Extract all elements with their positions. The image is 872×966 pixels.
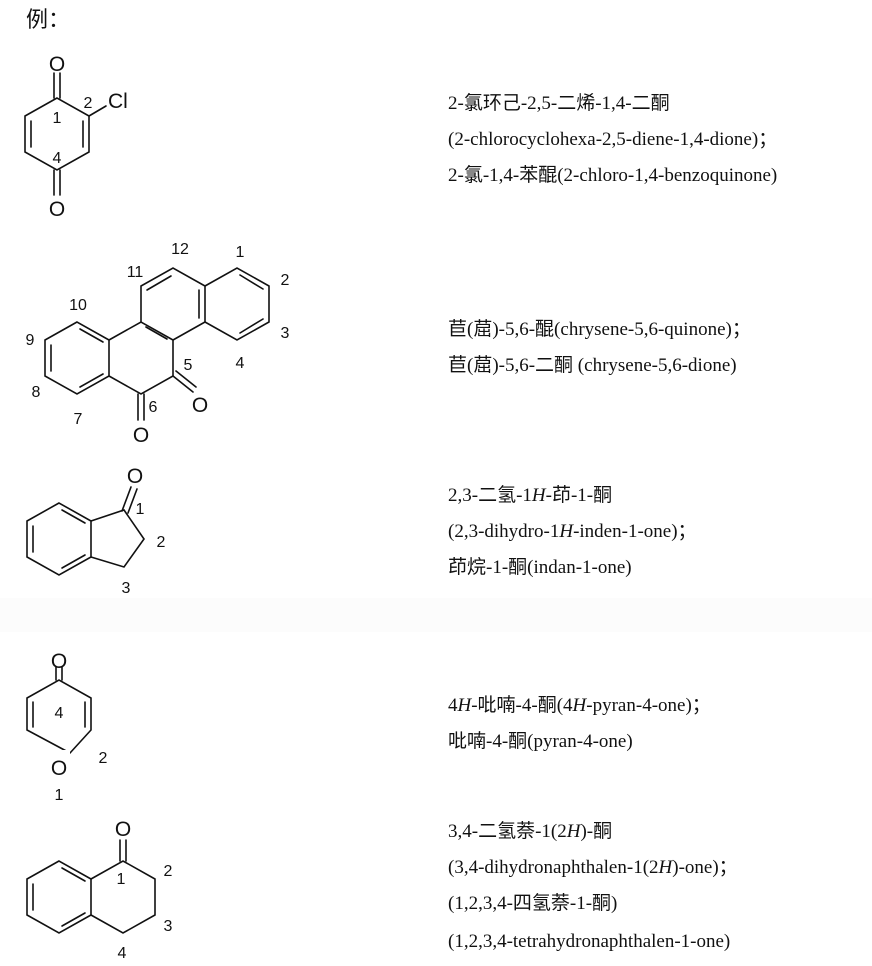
- iupac-name-zh: 2-氯环己-2,5-二烯-1,4-二酮: [448, 93, 670, 114]
- chlorine-atom-label: Cl: [108, 90, 128, 113]
- locant-label: 9: [26, 332, 35, 349]
- names-pyranone: 4H-吡喃-4-酮(4H-pyran-4-one)； 吡喃-4-酮(pyran-…: [448, 688, 711, 760]
- locant-label: 11: [127, 264, 144, 281]
- example-heading: 例：: [26, 8, 71, 33]
- structure-pyranone: O O 4 2 1: [26, 650, 108, 804]
- alt-name-en: (1,2,3,4-tetrahydronaphthalen-1-one): [448, 931, 731, 952]
- names-chlorobenzoquinone: 2-氯环己-2,5-二烯-1,4-二酮 (2-chlorocyclohexa-2…: [448, 86, 777, 194]
- locant-label: 2: [99, 750, 108, 767]
- locant-label: 3: [281, 325, 290, 342]
- locant-label: 12: [171, 241, 189, 258]
- names-chrysenequinone: 苣(䓛)-5,6-醌(chrysene-5,6-quinone)； 苣(䓛)-5…: [448, 312, 751, 384]
- locant-label: 2: [164, 863, 173, 880]
- locant-label: 1: [53, 110, 62, 127]
- iupac-name: 4H-吡喃-4-酮(4H-pyran-4-one)；: [448, 695, 711, 716]
- oxygen-atom-label: O: [49, 53, 65, 76]
- alt-name-zh: (1,2,3,4-四氢萘-1-酮): [448, 893, 618, 914]
- oxygen-atom-label: O: [192, 394, 208, 417]
- oxygen-atom-label: O: [115, 818, 131, 841]
- ring-oxygen-label: O: [51, 757, 67, 780]
- iupac-name-en: (2-chlorocyclohexa-2,5-diene-1,4-dione)；: [448, 129, 778, 150]
- locant-label: 5: [184, 357, 193, 374]
- locant-label: 10: [69, 297, 87, 314]
- locant-label: 4: [53, 150, 62, 167]
- common-name: 吡喃-4-酮(pyran-4-one): [448, 731, 633, 752]
- iupac-name-zh: 3,4-二氢萘-1(2H)-酮: [448, 821, 613, 842]
- locant-label: 4: [55, 705, 64, 722]
- background-band: [0, 598, 872, 632]
- locant-label: 1: [55, 787, 64, 804]
- oxygen-atom-label: O: [127, 465, 143, 488]
- locant-label: 1: [117, 871, 126, 888]
- locant-label: 8: [32, 384, 41, 401]
- iupac-name-en: (3,4-dihydronaphthalen-1(2H)-one)；: [448, 857, 738, 878]
- common-name: 茚烷-1-酮(indan-1-one): [448, 557, 632, 578]
- iupac-name-dione: 苣(䓛)-5,6-二酮 (chrysene-5,6-dione): [448, 355, 737, 376]
- structure-indanone: O 1 2 3: [26, 465, 166, 597]
- locant-label: 4: [236, 355, 245, 372]
- oxygen-atom-label: O: [49, 198, 65, 221]
- locant-label: 3: [122, 580, 131, 597]
- oxygen-atom-label: O: [51, 650, 67, 673]
- names-indanone: 2,3-二氢-1H-茚-1-酮 (2,3-dihydro-1H-inden-1-…: [448, 478, 697, 586]
- locant-label: 2: [281, 272, 290, 289]
- locant-label: 7: [74, 411, 83, 428]
- structure-chrysenequinone: O O 1 2 3 4 5 6 7 8 9 10 11 12: [26, 241, 290, 447]
- structure-chlorobenzoquinone: O O Cl 1 2 4: [24, 53, 128, 221]
- locant-label: 4: [118, 945, 127, 962]
- locant-label: 6: [149, 399, 158, 416]
- locant-label: 1: [136, 501, 145, 518]
- iupac-name-en: (2,3-dihydro-1H-inden-1-one)；: [448, 521, 697, 542]
- locant-label: 1: [236, 244, 245, 261]
- common-name: 2-氯-1,4-苯醌(2-chloro-1,4-benzoquinone): [448, 165, 778, 186]
- locant-label: 2: [157, 534, 166, 551]
- locant-label: 2: [84, 95, 93, 112]
- names-tetralone: 3,4-二氢萘-1(2H)-酮 (3,4-dihydronaphthalen-1…: [448, 814, 738, 960]
- structure-tetralone: O 1 2 3 4: [26, 818, 173, 962]
- iupac-name-zh: 2,3-二氢-1H-茚-1-酮: [448, 485, 613, 506]
- iupac-name-quinone: 苣(䓛)-5,6-醌(chrysene-5,6-quinone)；: [448, 319, 751, 340]
- oxygen-atom-label: O: [133, 424, 149, 447]
- locant-label: 3: [164, 918, 173, 935]
